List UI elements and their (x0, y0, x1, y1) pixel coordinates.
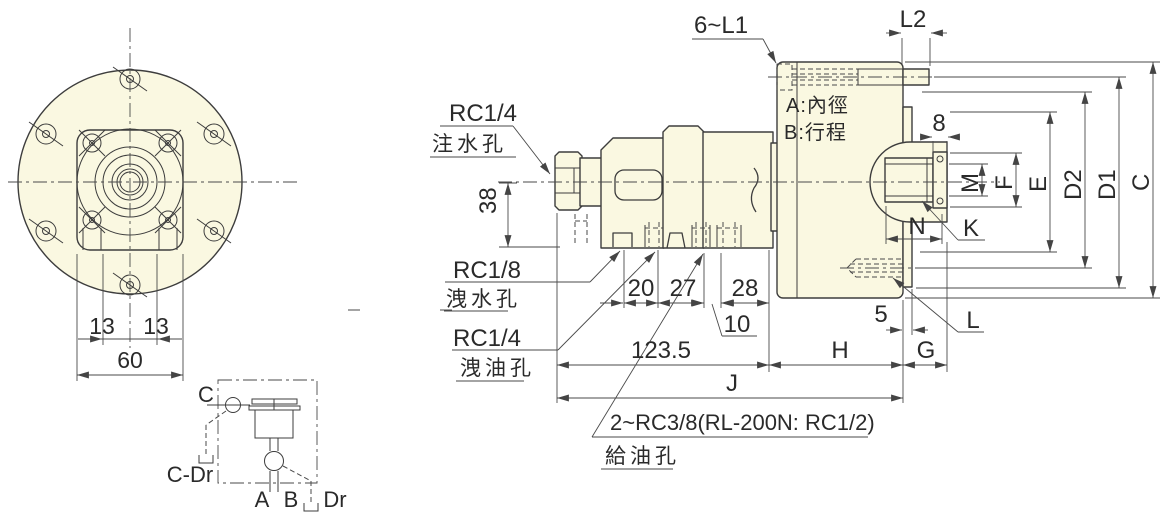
front-view: 13 13 60 (8, 28, 455, 381)
oil-supply-spec: 2~RC3/8(RL-200N: RC1/2) (610, 410, 875, 435)
port-dr-label: Dr (323, 487, 346, 512)
bolt-hole (28, 218, 64, 244)
dim-13-right-label: 13 (143, 313, 169, 339)
port-flange (932, 151, 948, 209)
schematic-boundary (217, 379, 318, 484)
water-inject-spec: RC1/4 (449, 100, 517, 127)
port-b-label: B (284, 487, 299, 512)
label-oil-drain: RC1/4 洩油孔 (452, 251, 656, 382)
dim-j: J (557, 370, 903, 402)
bolt-hole (196, 121, 232, 147)
dim-8-label: 8 (932, 110, 945, 137)
dim-j-label: J (726, 370, 738, 397)
dim-28-label: 28 (732, 275, 759, 302)
drain-symbol (303, 503, 319, 512)
dim-f: F (950, 152, 1022, 208)
dim-n: N (885, 206, 943, 244)
port-c-dr-label: C-Dr (167, 462, 213, 487)
dim-123-5-label: 123.5 (631, 337, 691, 364)
bottom-port (612, 232, 633, 247)
water-drain-name: 洩水孔 (446, 288, 521, 311)
port-c-label: C (198, 382, 214, 407)
plate-hole (78, 206, 106, 234)
stroke-note: B:行程 (784, 121, 847, 144)
oil-drain-name: 洩油孔 (460, 357, 535, 380)
dim-c: C (905, 61, 1160, 299)
dim-123-5: 123.5 (556, 213, 770, 403)
dim-5: 5 (874, 289, 928, 335)
plate-hole (154, 206, 182, 234)
dim-d2-label: D2 (1060, 169, 1087, 200)
dim-e-label: E (1025, 176, 1052, 192)
dim-d1: D1 (916, 76, 1126, 289)
port-nipple (884, 157, 934, 203)
dim-e: E (920, 111, 1057, 253)
label-k: K (921, 200, 985, 242)
bolt-hole (28, 121, 64, 147)
water-inject-name: 注水孔 (432, 133, 507, 156)
bottom-notch (666, 232, 686, 249)
port-a-label: A (255, 487, 270, 512)
dim-n-label: N (908, 213, 925, 240)
dim-38-label: 38 (475, 187, 502, 214)
cylinder-body (776, 61, 948, 299)
shaft-tip (554, 151, 583, 211)
joint-block-c (702, 131, 774, 249)
dim-f-label: F (991, 175, 1018, 190)
bore-note: A:內徑 (786, 94, 849, 117)
dim-h: H (769, 300, 904, 403)
label-water-drain: RC1/8 洩水孔 (444, 250, 621, 312)
oil-drain-spec: RC1/4 (453, 325, 521, 352)
dim-g: G (903, 242, 948, 372)
dim-d2: D2 (916, 91, 1092, 269)
dim-m: M (949, 163, 988, 197)
dim-g-label: G (917, 337, 936, 364)
dim-60-label: 60 (117, 347, 143, 373)
dim-l2-label: L2 (900, 6, 927, 33)
joint-block-a (600, 137, 665, 249)
dim-38: 38 (475, 182, 560, 248)
dim-13-13: 13 13 (78, 254, 182, 345)
joint-curve (750, 167, 759, 213)
dim-60: 60 (76, 254, 184, 381)
dim-5-label: 5 (874, 301, 887, 328)
joint-block-b (662, 125, 705, 249)
drain-symbol (198, 455, 214, 464)
side-view: RC1/4 注水孔 RC1/8 洩水孔 RC1/4 洩油孔 2~RC3/8(RL… (430, 6, 1160, 470)
dim-chain-20-27-10-28: 20 27 28 10 (600, 250, 769, 338)
label-oil-supply: 2~RC3/8(RL-200N: RC1/2) 給油孔 (591, 253, 875, 470)
joint-slot (614, 169, 663, 201)
plate-hole (154, 129, 182, 157)
l-label: L (966, 307, 979, 334)
bolt-spec-label: 6~L1 (694, 12, 748, 39)
bolt-hole (196, 218, 232, 244)
dim-8: 8 (920, 110, 960, 153)
dim-10-label: 10 (724, 311, 751, 338)
dim-13-left-label: 13 (89, 313, 115, 339)
rotary-joint (554, 125, 779, 249)
port-b-circle (264, 451, 284, 471)
dim-h-label: H (831, 337, 848, 364)
dim-d1-label: D1 (1094, 169, 1121, 200)
cylinder-symbol (254, 409, 294, 439)
k-label: K (963, 215, 979, 242)
dim-m-label: M (957, 173, 984, 193)
plate-hole (78, 129, 106, 157)
label-bolts: 6~L1 (692, 12, 777, 64)
dim-l2: L2 (886, 6, 947, 66)
water-drain-spec: RC1/8 (453, 257, 521, 284)
dim-c-label: C (1128, 174, 1155, 191)
label-water-inject: RC1/4 注水孔 (430, 100, 551, 175)
dim-27-label: 27 (670, 275, 697, 302)
hydraulic-schematic: C C-Dr A B Dr (167, 379, 347, 512)
dim-20-label: 20 (628, 275, 655, 302)
oil-supply-name: 給油孔 (605, 445, 680, 468)
